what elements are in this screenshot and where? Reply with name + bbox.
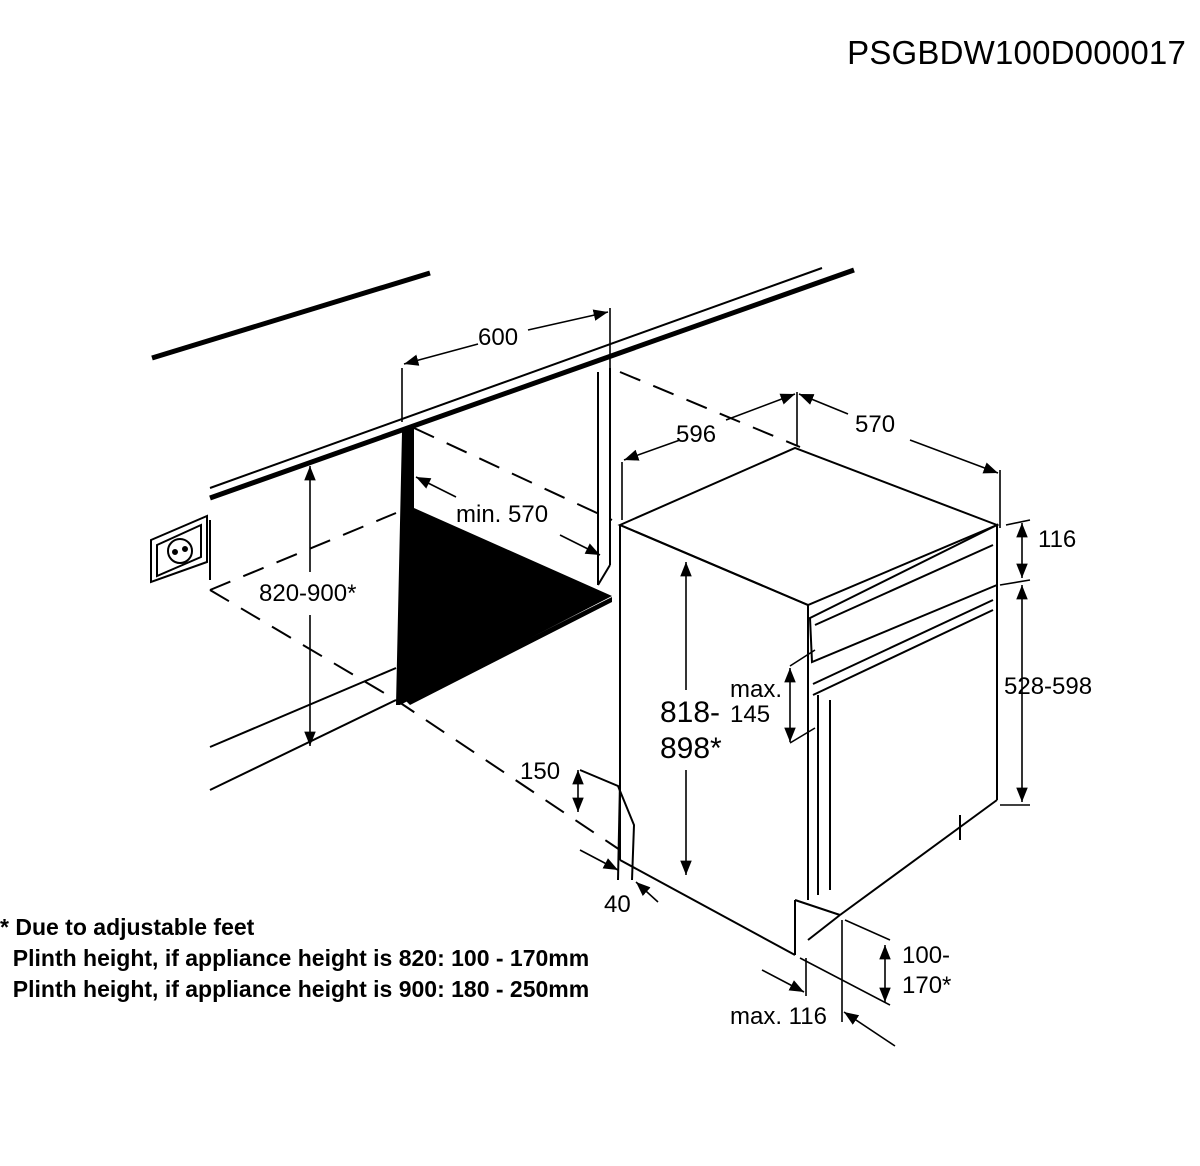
- document-code: PSGBDW100D000017: [847, 34, 1186, 71]
- footnote-line: * Due to adjustable feet: [0, 914, 255, 940]
- dimension-lines: [304, 308, 1031, 1047]
- label-plinth-height-line2: 170*: [902, 972, 951, 999]
- label-appliance-height-line1: 818-: [660, 696, 720, 729]
- label-niche-min-depth: min. 570: [456, 501, 548, 528]
- dishwasher-body: [617, 446, 1000, 956]
- label-panel-top: 116: [1038, 526, 1076, 553]
- worktop: [151, 267, 855, 501]
- footnotes: * Due to adjustable feet Plinth height, …: [0, 912, 589, 1005]
- label-plinth-max-depth: max. 116: [730, 1003, 827, 1030]
- label-niche-height: 820-900*: [259, 580, 356, 607]
- label-plinth-cut-depth: 40: [604, 891, 631, 918]
- niche-shadow: [396, 428, 612, 705]
- label-panel-max-line1: max.: [730, 676, 782, 703]
- label-plinth-cut-height: 150: [520, 758, 560, 785]
- dimension-labels: 600 596 570 min. 570 820-900* 116 528-59…: [259, 324, 1092, 1030]
- label-panel-max-line2: 145: [730, 701, 770, 728]
- plinth-cut-outline: [579, 769, 636, 881]
- label-panel-height: 528-598: [1004, 673, 1092, 700]
- label-plinth-height-line1: 100-: [902, 942, 950, 969]
- label-niche-width: 600: [478, 324, 518, 351]
- appliance-height-label: 818- 898*: [660, 696, 722, 765]
- footnote-line: Plinth height, if appliance height is 90…: [0, 976, 590, 1002]
- label-appliance-width: 596: [676, 421, 716, 448]
- power-socket-icon: [150, 514, 208, 584]
- footnote-line: Plinth height, if appliance height is 82…: [0, 945, 590, 971]
- hidden-lines: [209, 371, 801, 851]
- label-appliance-height-line2: 898*: [660, 732, 722, 765]
- label-appliance-depth: 570: [855, 411, 895, 438]
